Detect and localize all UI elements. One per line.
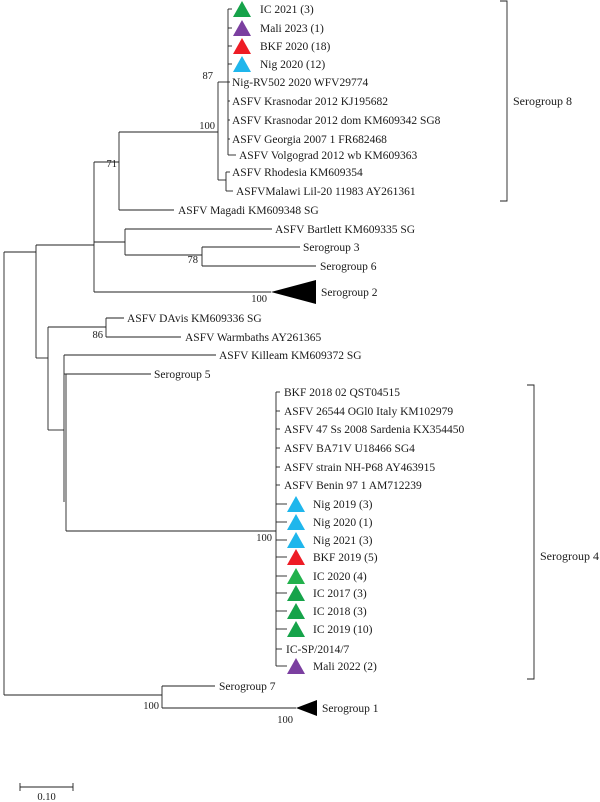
taxon-label: ASFV Magadi KM609348 SG: [178, 205, 319, 217]
taxon-labels: IC 2021 (3) Mali 2023 (1) BKF 2020 (18) …: [127, 4, 465, 715]
taxon-label: ASFVMalawi Lil-20 11983 AY261361: [236, 186, 416, 198]
marker-bkf2019: [287, 549, 305, 565]
taxon-label: Nig 2020 (1): [313, 517, 373, 529]
scale-bar: 0.10: [19, 783, 74, 802]
bootstrap-value: 100: [256, 533, 272, 544]
taxon-label: BKF 2020 (18): [260, 41, 330, 53]
bootstrap-value: 86: [93, 330, 104, 341]
marker-nig2021: [287, 532, 305, 548]
taxon-label: Mali 2023 (1): [260, 23, 324, 35]
taxon-label: BKF 2018 02 QST04515: [284, 387, 400, 399]
taxon-label: Nig-RV502 2020 WFV29774: [232, 77, 368, 89]
marker-mali2022: [287, 658, 305, 674]
group-label: Serogroup 8: [513, 94, 572, 108]
scale-bar-label: 0.10: [37, 792, 55, 802]
taxon-label: ASFV BA71V U18466 SG4: [284, 443, 415, 455]
marker-mali2023: [233, 20, 251, 36]
taxon-label: ASFV 26544 OGl0 Italy KM102979: [284, 406, 453, 418]
taxon-label: Serogroup 1: [322, 703, 379, 715]
marker-nig2020a: [233, 56, 251, 72]
taxon-label: ASFV Georgia 2007 1 FR682468: [232, 134, 387, 146]
bootstrap-value: 100: [143, 701, 159, 712]
group-bracket-serogroup-4: Serogroup 4: [527, 384, 599, 680]
taxon-label: ASFV Krasnodar 2012 dom KM609342 SG8: [232, 115, 441, 127]
sample-markers: [233, 1, 305, 674]
taxon-label: ASFV Rhodesia KM609354: [232, 167, 363, 179]
group-bracket-serogroup-8: Serogroup 8: [500, 0, 572, 202]
taxon-label: Serogroup 6: [320, 261, 377, 273]
marker-nig2019: [287, 496, 305, 512]
collapsed-clade-serogroup-1: [296, 700, 317, 716]
collapsed-clade-serogroup-2: [271, 280, 316, 304]
marker-bkf2020: [233, 38, 251, 54]
taxon-label: ASFV 47 Ss 2008 Sardenia KX354450: [284, 424, 465, 436]
bootstrap-value: 78: [188, 255, 199, 266]
taxon-label: ASFV Benin 97 1 AM712239: [284, 480, 422, 492]
taxon-label: ASFV strain NH-P68 AY463915: [284, 462, 435, 474]
taxon-label: ASFV Krasnodar 2012 KJ195682: [232, 96, 388, 108]
taxon-label: BKF 2019 (5): [313, 552, 378, 564]
group-label: Serogroup 4: [540, 549, 599, 563]
taxon-label: ASFV Bartlett KM609335 SG: [275, 224, 415, 236]
bootstrap-value: 71: [107, 159, 118, 170]
taxon-label: ASFV DAvis KM609336 SG: [127, 313, 262, 325]
marker-ic2020: [287, 568, 305, 584]
marker-ic2019: [287, 621, 305, 637]
bootstrap-value: 100: [251, 294, 267, 305]
taxon-label: Serogroup 3: [303, 242, 360, 254]
bootstrap-value: 87: [203, 71, 214, 82]
taxon-label: IC 2020 (4): [313, 571, 367, 583]
taxon-label: IC-SP/2014/7: [286, 644, 350, 656]
marker-nig2020b: [287, 514, 305, 530]
bootstrap-value: 100: [277, 715, 293, 726]
taxon-label: IC 2019 (10): [313, 624, 373, 636]
taxon-label: Serogroup 5: [154, 369, 211, 381]
taxon-label: ASFV Volgograd 2012 wb KM609363: [239, 150, 418, 162]
taxon-label: Nig 2020 (12): [260, 59, 325, 71]
taxon-label: ASFV Warmbaths AY261365: [185, 332, 321, 344]
marker-ic2021: [233, 1, 251, 17]
taxon-label: IC 2017 (3): [313, 588, 367, 600]
taxon-label: Mali 2022 (2): [313, 661, 377, 673]
taxon-label: Serogroup 7: [219, 681, 276, 693]
taxon-label: ASFV Killeam KM609372 SG: [219, 350, 362, 362]
tree-branches: [3, 8, 316, 709]
marker-ic2017: [287, 585, 305, 601]
bootstrap-value: 100: [199, 121, 215, 132]
taxon-label: IC 2021 (3): [260, 4, 314, 16]
taxon-label: Nig 2019 (3): [313, 499, 373, 511]
bootstrap-values: 87 100 71 78 100 86 100 100 100: [93, 71, 294, 726]
taxon-label: Nig 2021 (3): [313, 535, 373, 547]
marker-ic2018: [287, 603, 305, 619]
taxon-label: IC 2018 (3): [313, 606, 367, 618]
taxon-label: Serogroup 2: [321, 287, 378, 299]
